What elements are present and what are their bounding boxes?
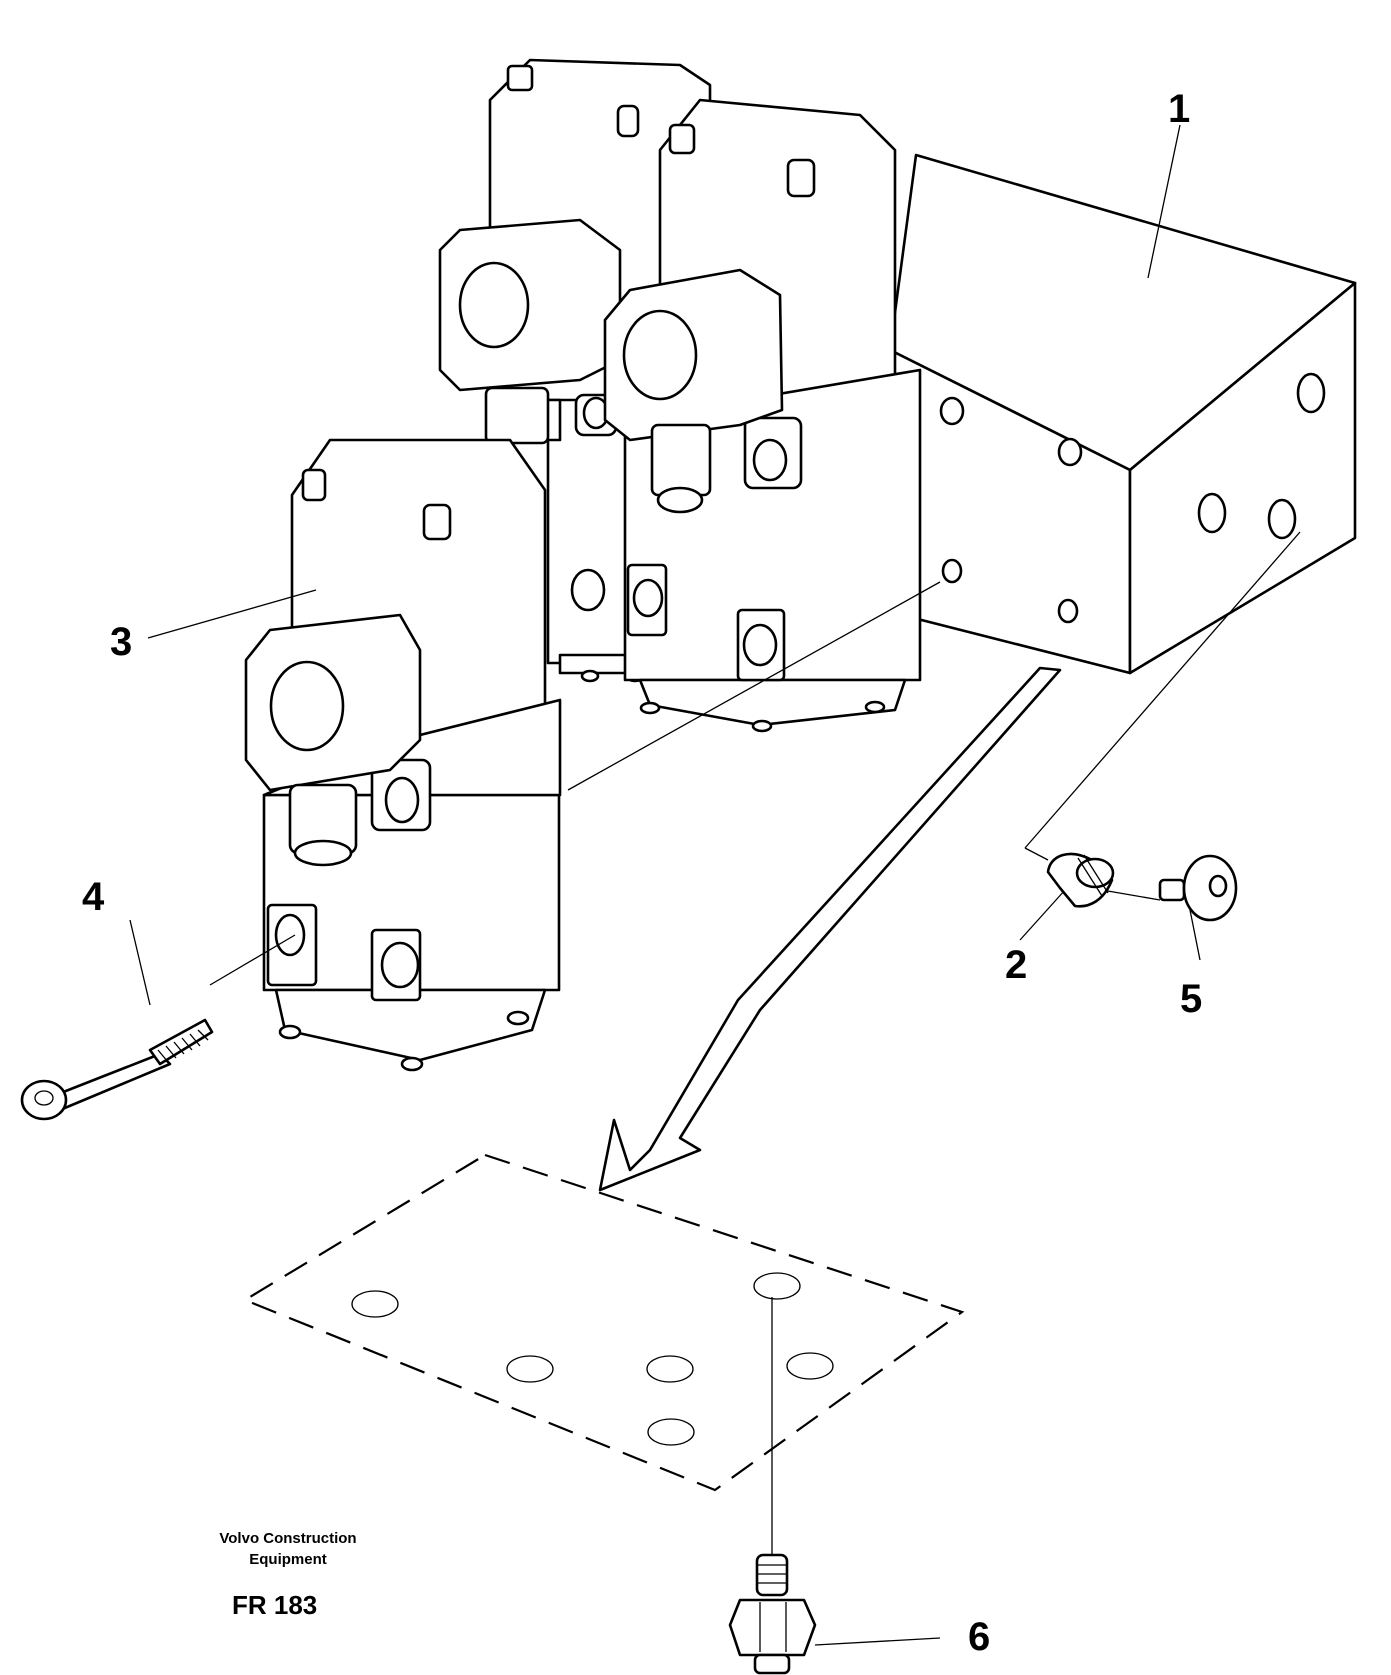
callout-4: 4 bbox=[82, 875, 105, 919]
callout-5: 5 bbox=[1180, 977, 1202, 1021]
solenoid-valve-middle[interactable] bbox=[603, 98, 922, 733]
direction-arrow bbox=[598, 666, 1062, 1192]
callout-6: 6 bbox=[968, 1615, 990, 1659]
callout-1: 1 bbox=[1168, 87, 1190, 131]
figure-code: FR 183 bbox=[232, 1590, 317, 1620]
gasket-plate bbox=[242, 1153, 965, 1492]
caption-line-2: Equipment bbox=[249, 1551, 327, 1568]
solenoid-valve-front[interactable] bbox=[244, 438, 562, 1072]
plug-part-5[interactable] bbox=[1158, 854, 1238, 922]
screw-part-4[interactable] bbox=[20, 1018, 214, 1121]
nipple-part-6[interactable] bbox=[728, 1553, 817, 1675]
caption-line-1: Volvo Construction bbox=[219, 1530, 356, 1547]
leader-lines bbox=[129, 124, 1301, 1646]
callout-2: 2 bbox=[1005, 943, 1027, 987]
plug-part-2[interactable] bbox=[1046, 852, 1115, 908]
callout-3: 3 bbox=[110, 620, 132, 664]
valve-block[interactable] bbox=[888, 153, 1357, 675]
